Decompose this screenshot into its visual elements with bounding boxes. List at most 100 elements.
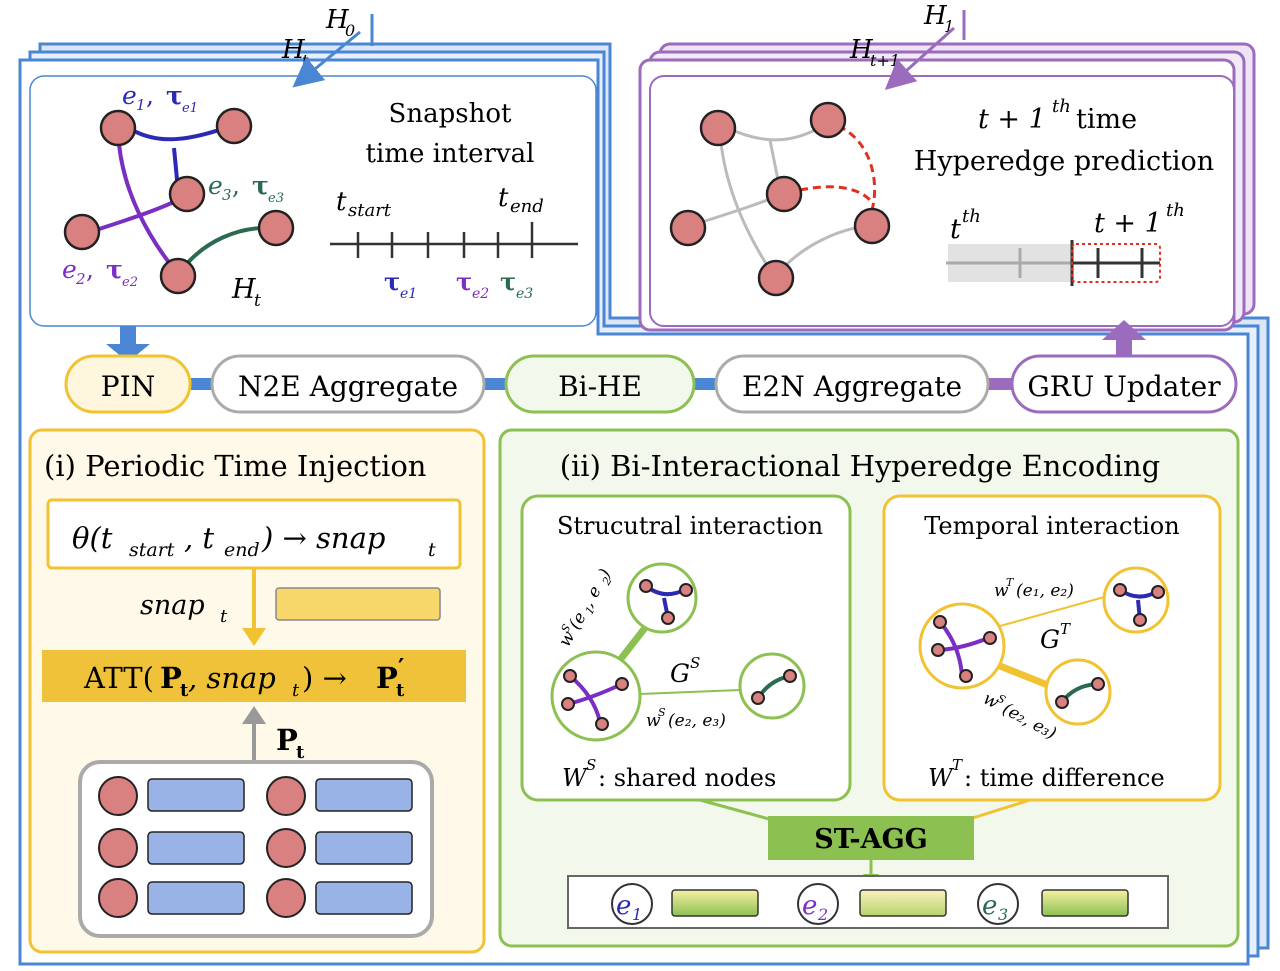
e3-label: e: [208, 171, 223, 200]
temp-caption-w: W: [928, 764, 955, 792]
att-p-sub: t: [180, 680, 189, 701]
node: [669, 209, 707, 247]
node: [98, 828, 138, 868]
node: [98, 878, 138, 918]
prediction-timeline: t th t + 1 th: [946, 200, 1185, 286]
pred-title-line2: Hyperedge prediction: [914, 146, 1214, 177]
node: [853, 207, 891, 245]
theta-sub2: end: [224, 539, 260, 561]
h1-label: H: [923, 1, 948, 31]
temp-title: Temporal interaction: [924, 512, 1179, 540]
t-end-label: t: [498, 183, 509, 213]
e3-sub: 3: [222, 186, 232, 204]
e2n-block: [714, 354, 990, 414]
snap-token: [275, 587, 441, 621]
node: [765, 175, 803, 213]
pt-sub: t: [296, 742, 305, 763]
node: [809, 101, 847, 139]
h1-ht1-indicator: H 1 H t+1: [849, 1, 966, 91]
out-e3: e: [982, 891, 997, 921]
ws-e2e3-w: w: [646, 711, 661, 731]
embedding-token: [147, 778, 245, 812]
att-p: P: [160, 661, 182, 695]
snap-sub: t: [220, 606, 228, 627]
pipeline: PIN N2E Aggregate Bi-HE E2N Aggregate GR…: [64, 320, 1238, 414]
embedding-token: [315, 778, 413, 812]
node: [266, 878, 306, 918]
prediction-panel: [649, 75, 1235, 327]
temp-caption-text: : time difference: [964, 764, 1165, 792]
tick-e3-sub: e3: [516, 286, 533, 302]
h0-sub: 0: [345, 21, 355, 40]
pin-label: PIN: [101, 370, 155, 403]
out-e3-sub: 3: [998, 905, 1008, 924]
wt-e1e2-sup: T: [1006, 576, 1015, 589]
svg-text:,: ,: [146, 81, 154, 110]
ws-e2e3-sup: S: [658, 706, 666, 719]
out-e1-sub: 1: [632, 905, 642, 924]
theta-sub1: start: [129, 539, 175, 561]
e1-sub: 1: [136, 96, 146, 114]
prediction-hypergraph: [669, 101, 891, 297]
tick-e1: τ: [384, 267, 400, 296]
wt-e1e2-w: w: [994, 581, 1009, 601]
node-embedding-rows: [98, 776, 413, 918]
theta-end: ) → snap: [261, 521, 385, 555]
tau-e1: τ: [166, 81, 183, 110]
gru-block: [1010, 354, 1238, 414]
e2n-label: E2N Aggregate: [742, 370, 962, 403]
snapshot-title-line1: Snapshot: [389, 99, 512, 129]
tick-e2-sub: e2: [472, 286, 489, 302]
e2-sub: 2: [75, 270, 86, 288]
prediction-title: t + 1 th time Hyperedge prediction: [914, 96, 1214, 177]
att-mid: , snap: [188, 661, 276, 695]
bihe-block: [504, 354, 696, 414]
node: [159, 257, 197, 295]
att-p2-prime: ′: [398, 653, 404, 682]
t1-th-label: t + 1: [1094, 208, 1162, 239]
periodic-time-injection-panel: (i) Periodic Time Injection θ(t start , …: [28, 428, 486, 954]
hyperedge-embedding-e1: [671, 889, 759, 917]
st-agg-label: ST-AGG: [814, 824, 927, 855]
out-e2: e: [802, 891, 817, 921]
ht1-arrow: [884, 26, 956, 91]
node: [699, 109, 737, 147]
node: [99, 109, 137, 147]
ht1-label: H: [849, 35, 874, 65]
st-agg-block: [768, 816, 974, 860]
ht1-sub: t+1: [870, 51, 900, 70]
svg-text:,: ,: [232, 171, 240, 200]
tau-e2: τ: [106, 255, 123, 284]
out-e1: e: [616, 891, 631, 921]
node: [63, 213, 101, 251]
ht-sub: t: [302, 51, 309, 70]
bihe-label: Bi-HE: [558, 370, 642, 403]
att-p2-sub: t: [396, 680, 405, 701]
att-p2: P: [376, 661, 398, 695]
att-mid-sub: t: [292, 680, 300, 701]
graph-label-sub: t: [254, 291, 261, 311]
struct-caption-text: : shared nodes: [598, 764, 776, 792]
h1-sub: 1: [944, 17, 954, 36]
t-th-sup: th: [962, 206, 981, 227]
pred-title-sup: th: [1052, 96, 1071, 117]
struct-title: Strucutral interaction: [557, 512, 823, 540]
node: [757, 259, 795, 297]
tau-e1-sub: e1: [182, 101, 198, 116]
t-end-sub: end: [510, 196, 544, 217]
svg-text:,: ,: [86, 255, 94, 284]
ht-arrow: [292, 30, 361, 88]
pt-label: P: [276, 723, 298, 757]
pti-title: (i) Periodic Time Injection: [44, 449, 426, 483]
tau-e3: τ: [252, 171, 269, 200]
hypergraph-ht: e 1 , τ e1 e 3 , τ e3 e 2 , τ e2 H t: [62, 81, 295, 311]
t-th-label: t: [950, 214, 961, 245]
snap-label: snap: [140, 590, 205, 621]
ws-e2e3-text: (e₂, e₃): [668, 711, 726, 731]
att-a: ATT(: [83, 661, 154, 695]
node: [257, 209, 295, 247]
theta-mid: , t: [184, 521, 214, 555]
att-box: [42, 650, 466, 702]
gru-output-arrow: [1102, 320, 1146, 340]
